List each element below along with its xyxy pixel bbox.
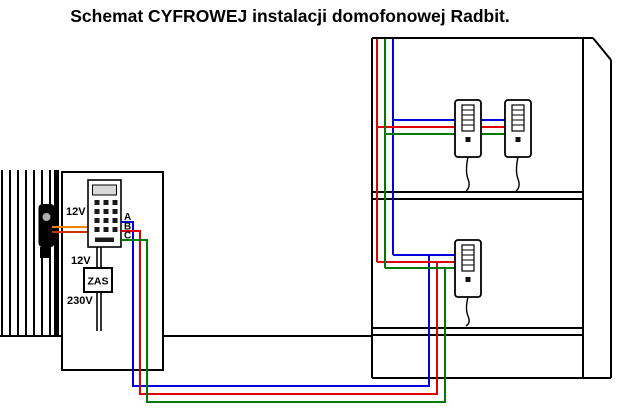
unifon-button [465,277,471,282]
unifon-grille-lines [462,109,474,126]
keypad-display [92,184,117,196]
keypad-key [103,209,109,214]
electric-strike-body [38,204,55,247]
strike-button [42,213,51,221]
keypad-key [94,227,100,232]
unifon-grille [511,104,525,132]
wire-label-a: A [124,212,131,223]
keypad-key [112,227,118,232]
unifon-2 [504,99,532,192]
wire-label-c: C [124,231,131,242]
unifon-cord [465,156,470,192]
wire-a-run [121,221,430,387]
wire-c-run [121,239,446,403]
psu-input-label: 230V [67,295,93,307]
unifon-3 [454,239,482,327]
wire-label-b: B [124,222,131,233]
building-roof-slant [592,37,612,61]
wire-a-blue [121,39,507,387]
unifon-1 [454,99,482,192]
unifon-grille-lines [512,109,524,126]
keypad-key [94,200,100,205]
keypad-key [112,218,118,223]
unifon-cord [465,296,470,327]
psu-box [83,267,113,293]
unifon-grille [461,104,475,132]
electric-strike [38,204,55,258]
psu-box-label: ZAS [88,276,109,288]
unifon-cord [515,156,520,192]
strike-voltage-label: 12V [66,206,86,218]
keypad-key [94,209,100,214]
keypad-keys [94,200,118,232]
wire-c-green [121,39,507,403]
psu-wiring [96,247,102,331]
keypad-key [112,209,118,214]
building [371,37,612,379]
unifon-grille-lines [462,249,474,266]
keypad-panel [87,179,122,248]
unifon-button [465,137,471,142]
wire-b-red [121,39,507,395]
wire-b-run [121,230,438,395]
keypad-key [103,200,109,205]
unifon-grille [461,244,475,272]
psu-output-label: 12V [71,255,91,267]
keypad-speaker-slot [95,237,114,242]
diagram-title: Schemat CYFROWEJ instalacji domofonowej … [70,6,510,26]
keypad-key [103,218,109,223]
strike-latch [40,247,49,258]
keypad-key [112,200,118,205]
unifon-button [515,137,521,142]
keypad-key [94,218,100,223]
keypad-key [103,227,109,232]
